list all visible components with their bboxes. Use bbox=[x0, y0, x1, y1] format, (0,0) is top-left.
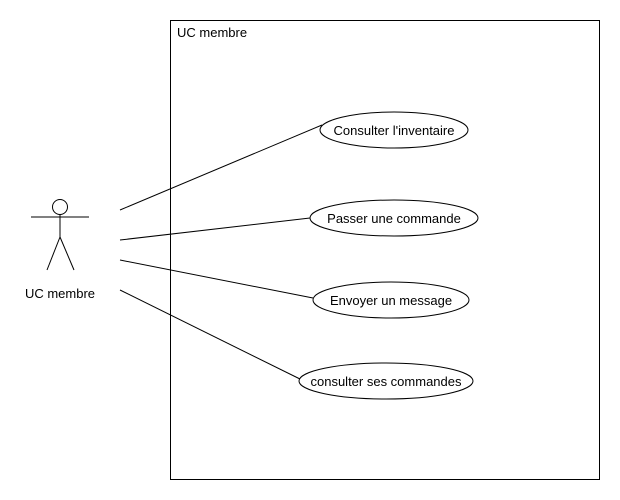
use-case-label: Consulter l'inventaire bbox=[334, 123, 455, 138]
association-line-consult-inventory[interactable] bbox=[119, 124, 323, 211]
use-case-label: consulter ses commandes bbox=[310, 374, 462, 389]
actor-head bbox=[52, 199, 68, 215]
actor-name: UC membre bbox=[25, 286, 95, 301]
use-case-consult-inventory[interactable]: Consulter l'inventaire bbox=[319, 111, 469, 149]
use-case-send-message[interactable]: Envoyer un message bbox=[312, 281, 470, 319]
system-boundary[interactable]: UC membre bbox=[170, 20, 600, 480]
use-case-place-order[interactable]: Passer une commande bbox=[309, 199, 479, 237]
use-case-ellipse bbox=[298, 362, 474, 400]
system-boundary-frame bbox=[170, 20, 600, 480]
association-line-view-orders[interactable] bbox=[119, 289, 303, 381]
association-line-send-message[interactable] bbox=[119, 259, 314, 299]
use-case-ellipse bbox=[309, 199, 479, 237]
stick-figure-actor-icon bbox=[31, 199, 89, 271]
use-case-ellipse bbox=[312, 281, 470, 319]
system-title: UC membre bbox=[177, 25, 247, 40]
use-case-ellipse bbox=[319, 111, 469, 149]
association-line-place-order[interactable] bbox=[119, 217, 311, 241]
actor-left-leg bbox=[46, 236, 61, 271]
use-case-label: Envoyer un message bbox=[330, 293, 452, 308]
use-case-view-orders[interactable]: consulter ses commandes bbox=[298, 362, 474, 400]
associations bbox=[119, 124, 323, 381]
actor-right-leg bbox=[59, 236, 75, 271]
use-case-label: Passer une commande bbox=[327, 211, 461, 226]
actor[interactable]: UC membre bbox=[25, 199, 95, 302]
